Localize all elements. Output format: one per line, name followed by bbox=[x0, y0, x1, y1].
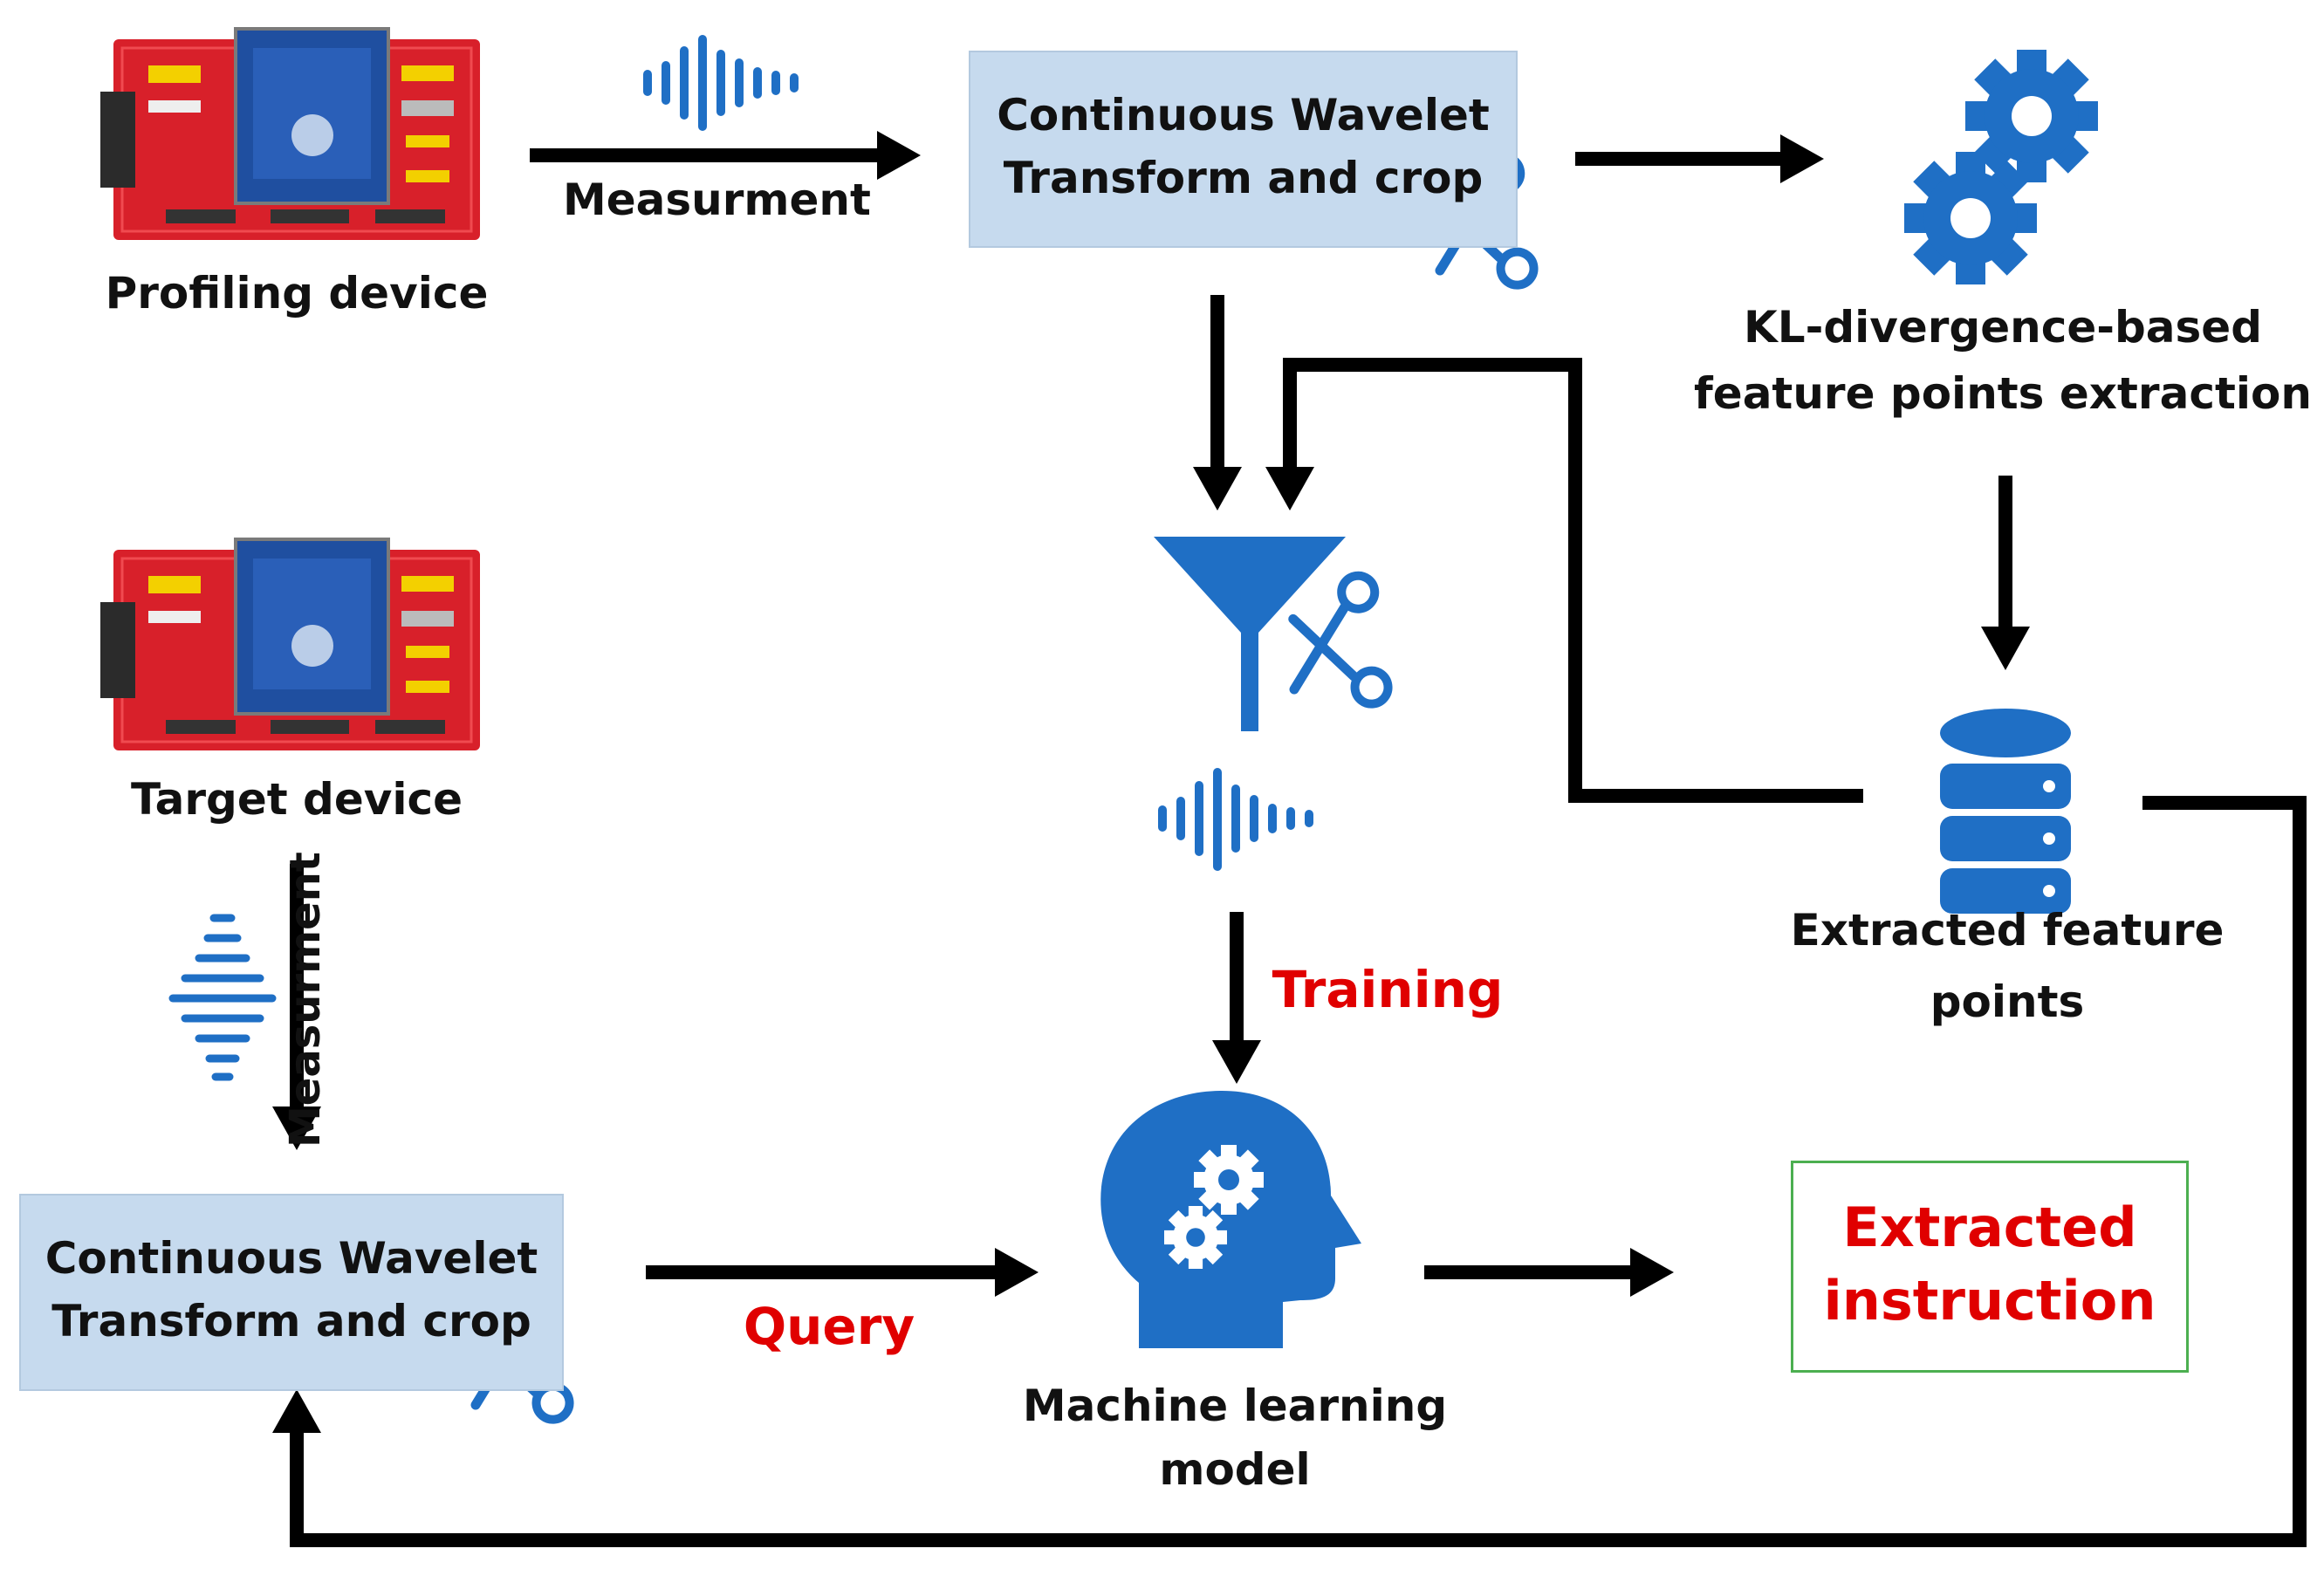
kl-label-line1: KL-divergence-based bbox=[1743, 302, 2263, 353]
scissors-icon bbox=[1279, 573, 1390, 714]
head-gears-icon bbox=[1100, 1091, 1361, 1348]
ml-label-line1: Machine learning bbox=[1022, 1381, 1448, 1431]
profiling-board-icon bbox=[99, 27, 482, 242]
features-label-line2: points bbox=[1930, 976, 2085, 1027]
training-label: Training bbox=[1272, 960, 1504, 1019]
target-board-icon bbox=[99, 538, 482, 752]
measurement-vertical-label: Measurment bbox=[281, 852, 330, 1148]
cwt-top-box: Continuous Wavelet Transform and crop bbox=[969, 51, 1518, 248]
ml-label-line2: model bbox=[1159, 1444, 1311, 1495]
waveform-icon bbox=[168, 914, 277, 1081]
cwt-bottom-line2: Transform and crop bbox=[51, 1296, 531, 1346]
measurement-label: Measurment bbox=[563, 175, 871, 225]
output-line1: Extracted bbox=[1842, 1196, 2137, 1259]
cwt-bottom-box: Continuous Wavelet Transform and crop bbox=[19, 1194, 564, 1391]
cwt-bottom-line1: Continuous Wavelet bbox=[45, 1233, 538, 1284]
cwt-top-line1: Continuous Wavelet bbox=[997, 90, 1490, 140]
query-label: Query bbox=[743, 1297, 915, 1356]
arrow-heads bbox=[272, 131, 2030, 1433]
target-device-label: Target device bbox=[130, 774, 463, 825]
waveform-icon bbox=[643, 35, 799, 131]
funnel-icon bbox=[1154, 537, 1346, 731]
database-icon bbox=[1940, 709, 2071, 914]
cwt-top-line2: Transform and crop bbox=[1003, 153, 1484, 203]
output-box: Extracted instruction bbox=[1791, 1161, 2189, 1373]
gear-icon bbox=[1904, 152, 2037, 284]
output-line2: instruction bbox=[1823, 1269, 2156, 1333]
profiling-device-label: Profiling device bbox=[105, 268, 489, 319]
connector-lines bbox=[290, 148, 2307, 1547]
waveform-icon bbox=[1158, 768, 1313, 871]
features-label-line1: Extracted feature bbox=[1790, 905, 2225, 956]
kl-label-line2: feature points extraction bbox=[1694, 368, 2312, 419]
